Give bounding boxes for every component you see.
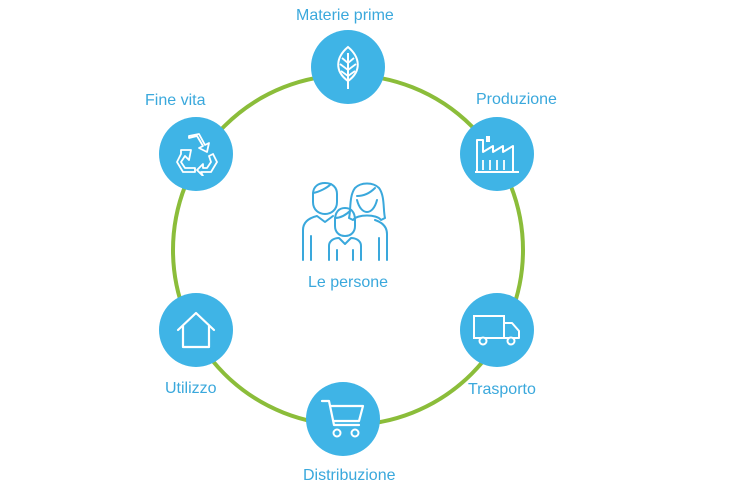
shopping-cart-icon: [320, 399, 365, 438]
truck-icon: [473, 315, 520, 346]
center-label: Le persone: [307, 274, 389, 291]
label-utilizzo: Utilizzo: [165, 380, 217, 397]
node-trasporto: [460, 293, 534, 367]
node-materie-prime: [311, 30, 385, 104]
node-utilizzo: [159, 293, 233, 367]
label-trasporto: Trasporto: [468, 381, 536, 398]
node-distribuzione: [306, 382, 380, 456]
recycle-icon: [176, 133, 218, 176]
family-icon: [302, 182, 388, 261]
label-fine-vita: Fine vita: [145, 92, 206, 109]
node-fine-vita: [159, 117, 233, 191]
house-icon: [176, 311, 216, 349]
node-produzione: [460, 117, 534, 191]
label-produzione: Produzione: [476, 91, 557, 108]
leaf-icon: [337, 45, 359, 89]
label-distribuzione: Distribuzione: [303, 467, 396, 484]
label-materie-prime: Materie prime: [296, 7, 394, 24]
factory-icon: [475, 136, 519, 173]
